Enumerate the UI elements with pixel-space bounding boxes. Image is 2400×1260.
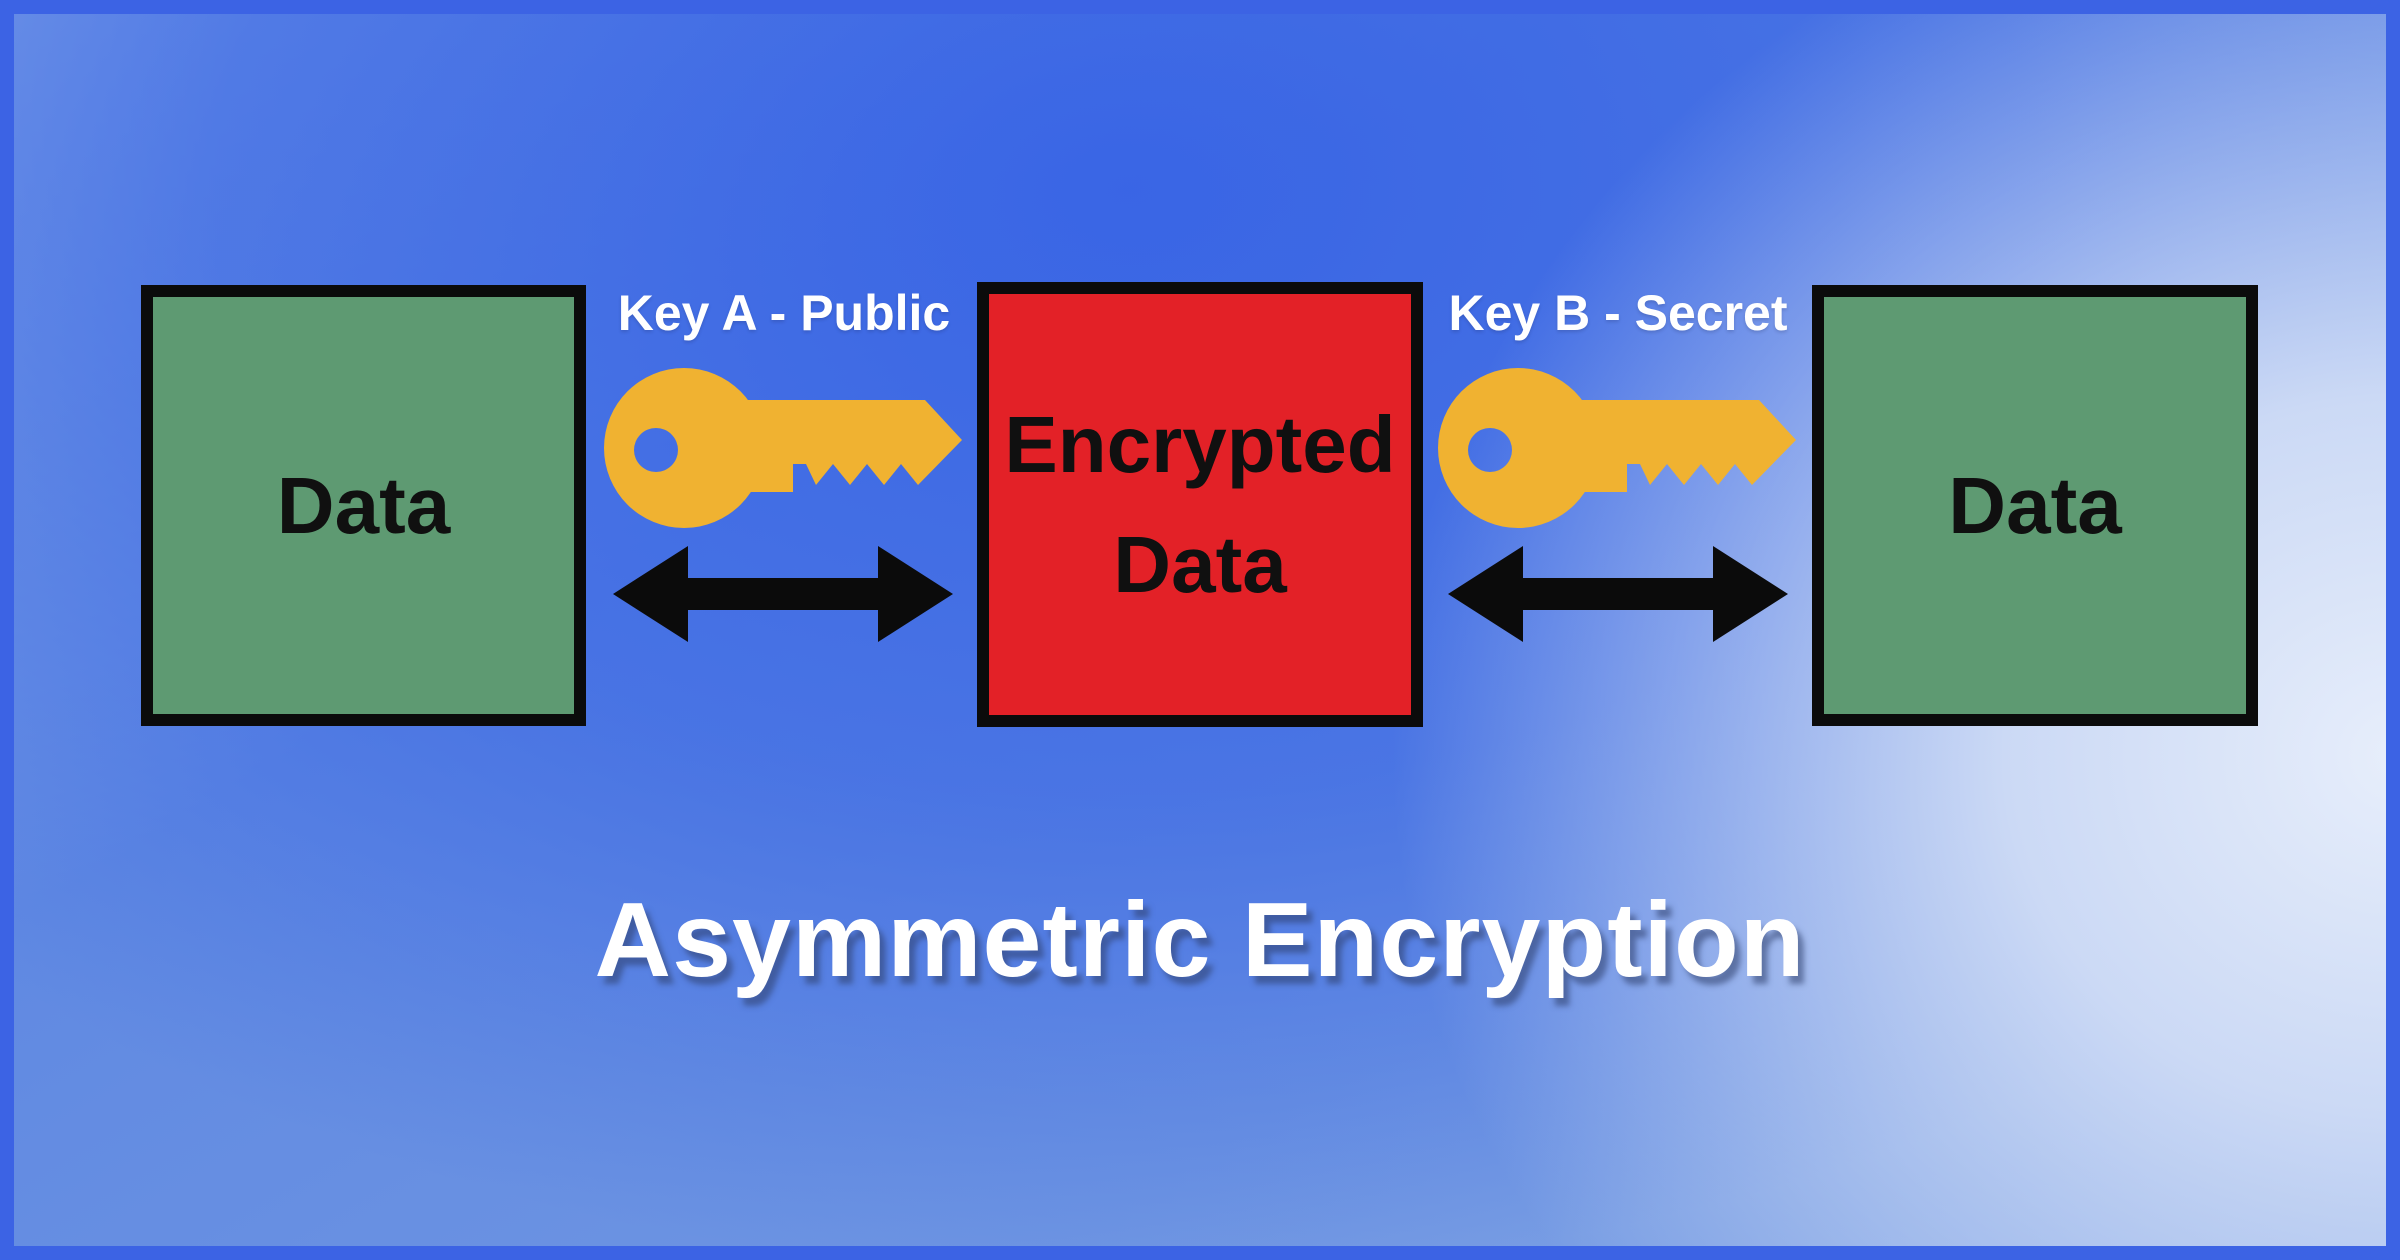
data-box-right: Data — [1812, 285, 2258, 726]
key-icon — [1438, 365, 1798, 535]
key-a-label: Key A - Public — [617, 285, 951, 341]
data-box-left: Data — [141, 285, 586, 726]
data-box-right-label: Data — [1948, 460, 2122, 550]
key-icon — [604, 365, 964, 535]
encrypted-data-box: Encrypted Data — [977, 282, 1423, 727]
key-b-label: Key B - Secret — [1448, 285, 1788, 341]
diagram-title: Asymmetric Encryption — [594, 881, 1806, 999]
data-box-left-label: Data — [276, 460, 451, 550]
double-arrow-icon — [613, 544, 953, 644]
double-arrow-icon — [1448, 544, 1788, 644]
encrypted-data-box-label: Encrypted Data — [1004, 399, 1396, 609]
